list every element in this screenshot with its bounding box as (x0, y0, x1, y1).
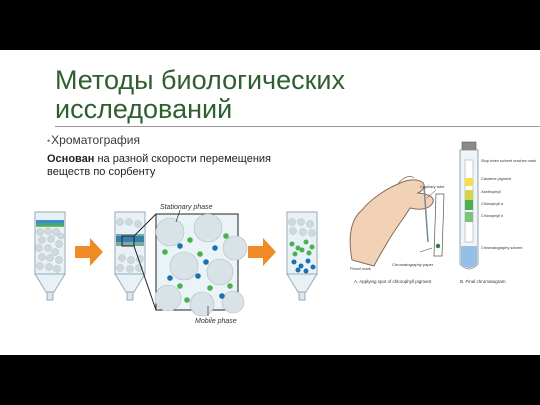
zoom-line-top (133, 213, 157, 237)
hand-icon (349, 176, 434, 267)
xanthophyll-label: Xanthophyll (481, 190, 501, 194)
capillary-tube-icon (423, 185, 429, 243)
caption-b: B. Final chromatogram (460, 279, 506, 284)
bullet-text: Хроматография (51, 133, 141, 147)
arrow-right-icon (75, 238, 103, 266)
title-divider (55, 126, 540, 127)
zoom-detail-box (154, 213, 248, 317)
slide-title: Методы биологических исследований (55, 65, 346, 124)
pigment-spot-icon (435, 243, 441, 249)
description-bold: Основан (47, 153, 95, 165)
paper-chromatography-figure: Capillary tube Chromatography paper Penc… (349, 141, 536, 284)
bullet-dot-icon: • (47, 136, 51, 146)
description-rest: на разной скорости перемещения веществ п… (47, 153, 272, 178)
column-before-icon (34, 211, 66, 301)
description: Основан на разной скорости перемещения в… (47, 153, 297, 179)
chlb-label: Chlorophyll b (481, 214, 503, 218)
capillary-pointer (426, 189, 437, 199)
stop-label: Stop when solvent reaches mark (481, 159, 536, 163)
stationary-pointer (175, 209, 181, 223)
column-chromatography-figure: Stationary phase Mobile phase (34, 204, 318, 325)
bullet-item: •Хроматография (47, 133, 140, 147)
zoom-line-bottom (133, 245, 157, 311)
chromatography-paper-icon (433, 193, 445, 257)
arrow-right-icon-2 (248, 238, 276, 266)
test-tube-icon (459, 141, 479, 270)
paper-pointer (419, 247, 433, 253)
stationary-phase-label: Stationary phase (160, 204, 213, 211)
paper-label: Chromatography paper (392, 262, 434, 267)
mobile-phase-label: Mobile phase (195, 318, 237, 325)
solvent-label: Chromatography solvent (481, 246, 523, 250)
caption-a: A. Applying spot of chlorophyll pigment (354, 279, 432, 284)
slide: Методы биологических исследований •Хрома… (0, 50, 540, 355)
capillary-label: Capillary tube (420, 184, 445, 189)
chla-label: Chlorophyll a (481, 202, 504, 206)
column-after-icon (286, 211, 318, 301)
carotene-label: Carotene pigment (481, 177, 512, 181)
column-during-icon (114, 211, 146, 301)
pencil-mark-label: Pencil mark (350, 266, 371, 271)
